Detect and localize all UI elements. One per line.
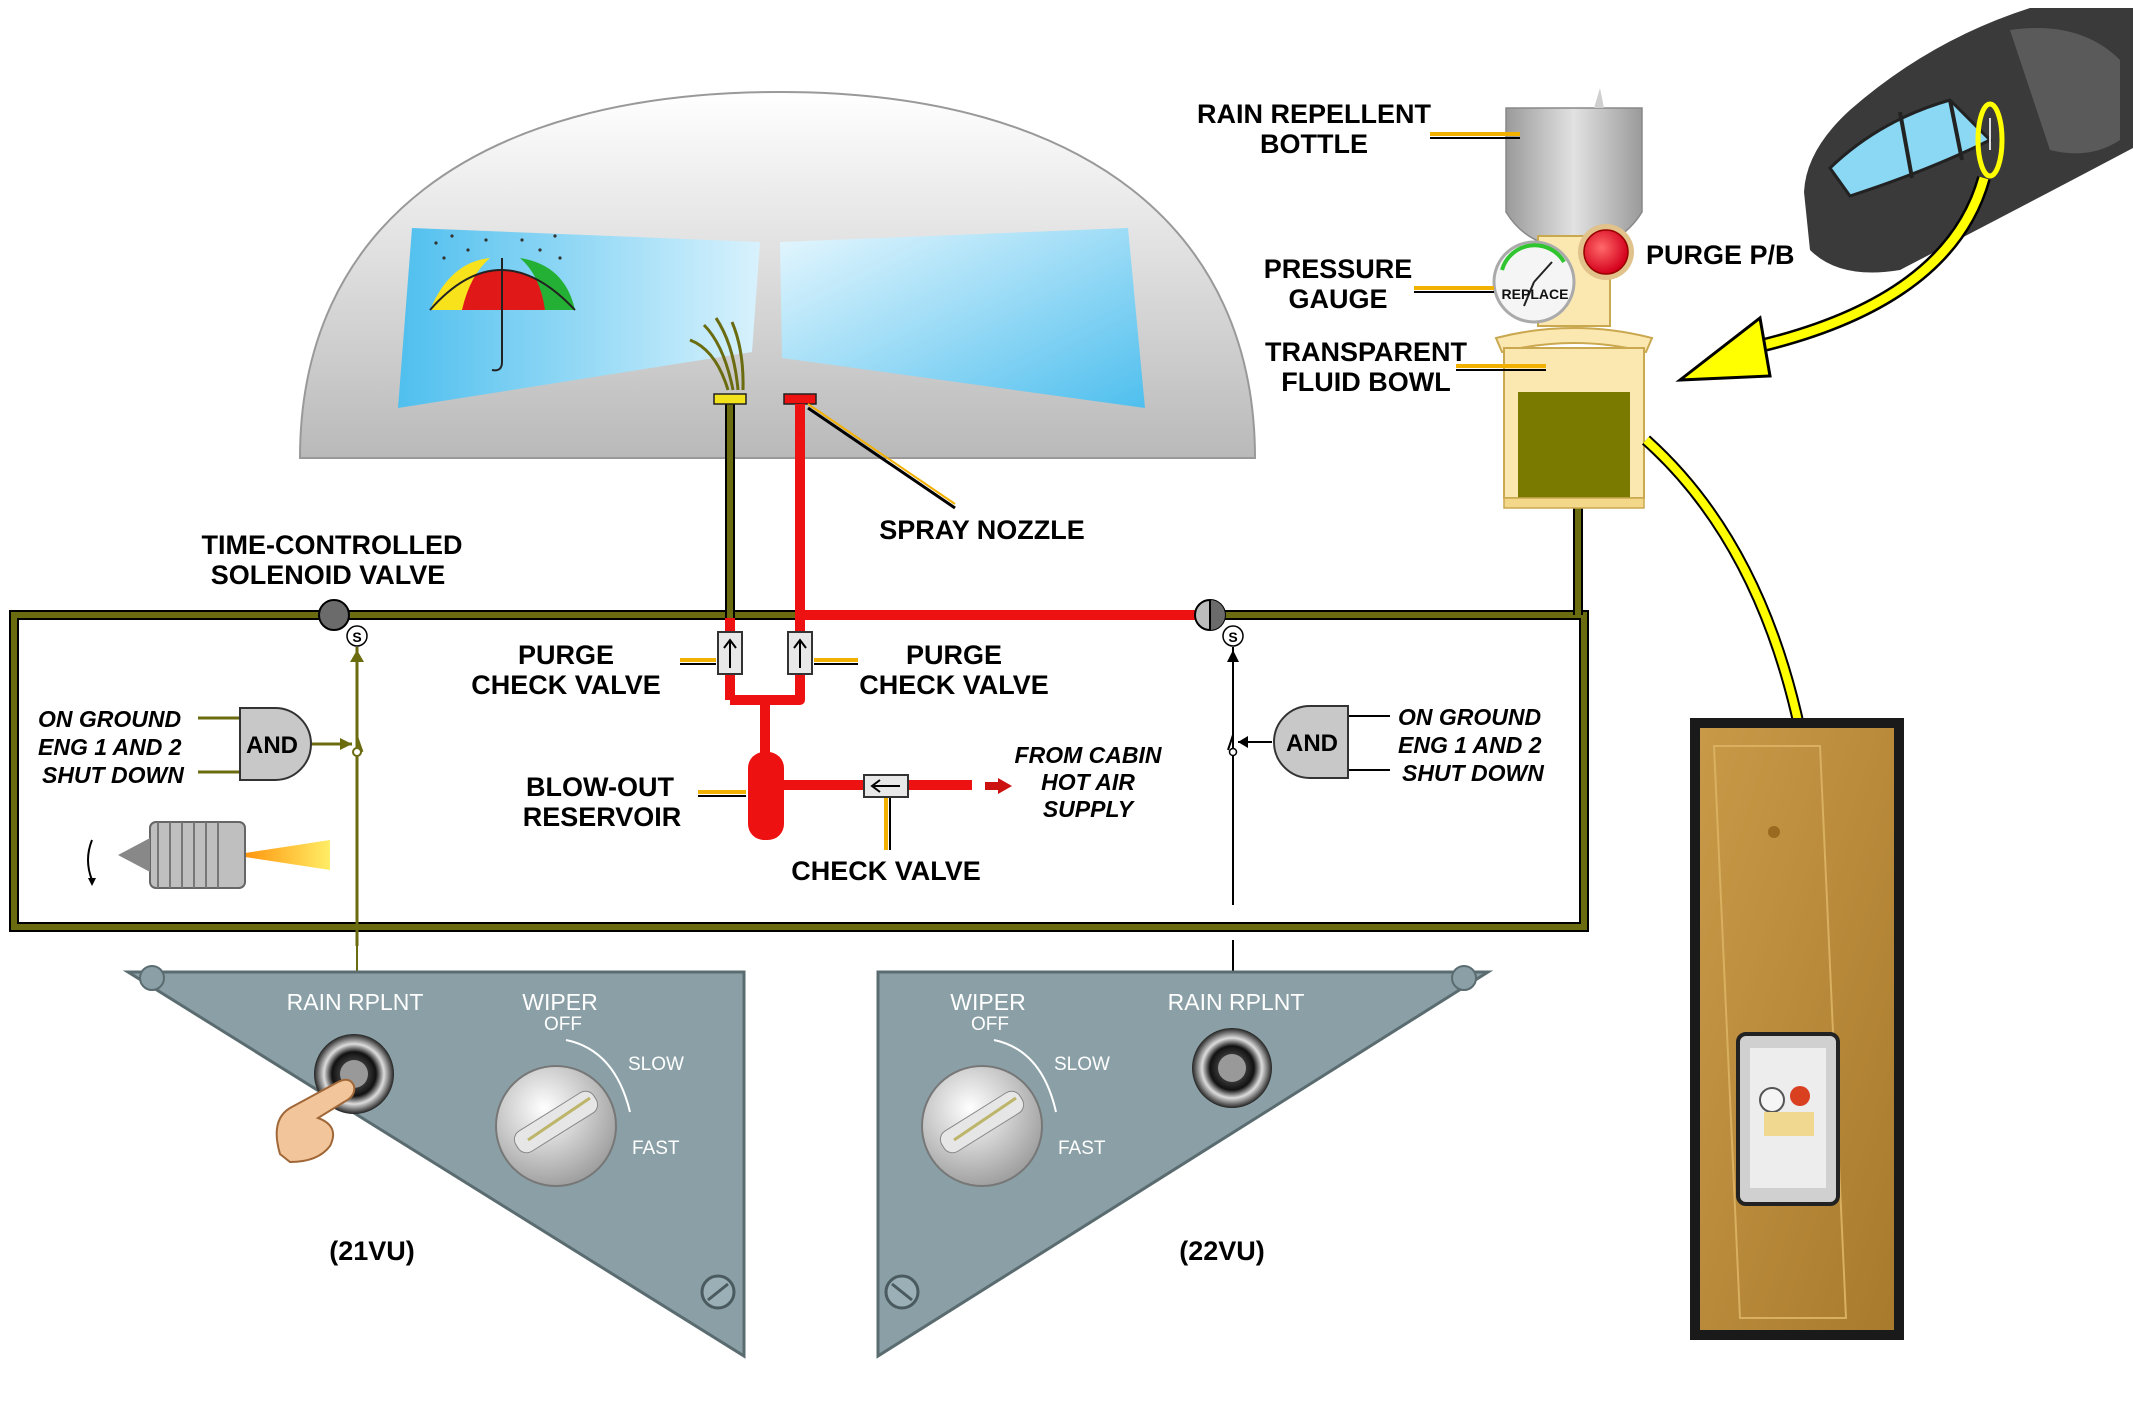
engine-icon (87, 821, 330, 889)
hot-air-arrow-icon (985, 778, 1012, 794)
left-spray-nozzle (713, 393, 747, 405)
panel-22vu-wiper-slow: SLOW (1054, 1054, 1110, 1075)
aircraft-nose-icon (1804, 8, 2133, 273)
purge-check-valve-right-label-2: CHECK VALVE (859, 670, 1049, 700)
pressure-gauge-label-1: PRESSURE (1264, 254, 1413, 284)
purge-check-valve-left-label-2: CHECK VALVE (471, 670, 661, 700)
blow-out-label-2: RESERVOIR (523, 802, 682, 832)
right-spray-nozzle (783, 393, 817, 405)
control-logic-left: AND ON GROUND ENG 1 AND 2 SHUT DOWN (38, 647, 364, 946)
panel-21vu-id: (21VU) (329, 1236, 415, 1266)
umbrella-icon (429, 234, 576, 372)
pointing-hand-icon (275, 1078, 356, 1164)
from-cabin-label-1: FROM CABIN (1015, 742, 1162, 768)
bottle-label-1: RAIN REPELLENT (1197, 99, 1432, 129)
right-input-shutdown: SHUT DOWN (1402, 760, 1544, 786)
panel-22vu-wiper-label: WIPER (950, 989, 1025, 1015)
fluid-bowl-label-2: FLUID BOWL (1281, 367, 1450, 397)
and-gate-right (1273, 705, 1349, 779)
from-cabin-label-3: SUPPLY (1043, 796, 1136, 822)
and-gate-left-label: AND (246, 732, 298, 759)
rain-repellent-bottle: REPLACE RAIN REPELLENT BOTTLE PRESSURE G… (1197, 88, 1795, 509)
purge-check-valve-right-label-1: PURGE (906, 640, 1002, 670)
purge-check-valve-right (787, 631, 813, 675)
panel-21vu-wiper-label: WIPER (522, 989, 597, 1015)
purge-check-valve-left (717, 631, 743, 675)
pressure-gauge: REPLACE (1492, 240, 1576, 324)
time-controlled-label-1: TIME-CONTROLLED (202, 530, 463, 560)
panel-22vu-rain-label: RAIN RPLNT (1168, 989, 1305, 1015)
pressure-gauge-label-2: GAUGE (1288, 284, 1387, 314)
wiper-selector-knob-21vu[interactable] (495, 1065, 617, 1187)
panel-22vu-wiper-fast: FAST (1058, 1138, 1106, 1159)
right-input-on-ground: ON GROUND (1398, 704, 1541, 730)
blow-out-reservoir (748, 752, 784, 840)
solenoid-symbol-left: S (352, 629, 361, 645)
check-valve (863, 774, 909, 798)
bottle-location-photo (1690, 718, 1904, 1340)
right-windshield-pane (780, 228, 1145, 408)
panel-22vu: WIPER OFF SLOW FAST RAIN RPLNT (22VU) (876, 965, 1494, 1359)
hydraulic-lines: S S (9, 393, 1589, 932)
panel-21vu-wiper-slow: SLOW (628, 1054, 684, 1075)
control-logic-right: AND ON GROUND ENG 1 AND 2 SHUT DOWN (1227, 647, 1544, 905)
panel-21vu: RAIN RPLNT WIPER OFF SLOW FAST (21VU) (122, 965, 746, 1359)
blow-out-label-1: BLOW-OUT (526, 772, 674, 802)
windshield (298, 90, 1257, 459)
left-input-shutdown: SHUT DOWN (42, 762, 184, 788)
left-input-on-ground: ON GROUND (38, 706, 181, 732)
bottle-label-2: BOTTLE (1260, 129, 1368, 159)
diagram-labels: TIME-CONTROLLED SOLENOID VALVE SPRAY NOZ… (202, 403, 1162, 886)
right-input-eng: ENG 1 AND 2 (1398, 732, 1542, 758)
spray-nozzle-label: SPRAY NOZZLE (879, 515, 1085, 545)
and-gate-left (239, 707, 312, 781)
wiper-selector-knob-22vu[interactable] (921, 1065, 1043, 1187)
fluid-bowl-label-1: TRANSPARENT (1265, 337, 1468, 367)
spray-icon (689, 317, 745, 391)
rain-rplnt-button-22vu[interactable] (1192, 1028, 1272, 1108)
left-input-eng: ENG 1 AND 2 (38, 734, 182, 760)
purge-pb-label: PURGE P/B (1646, 240, 1795, 270)
solenoid-valve-left: S (318, 599, 368, 647)
solenoid-valve-right: S (1194, 599, 1244, 647)
panel-21vu-rain-label: RAIN RPLNT (287, 989, 424, 1015)
time-controlled-label-2: SOLENOID VALVE (211, 560, 446, 590)
purge-push-button[interactable] (1578, 224, 1634, 280)
panel-22vu-wiper-off: OFF (971, 1014, 1009, 1035)
solenoid-symbol-right: S (1228, 629, 1237, 645)
panel-22vu-id: (22VU) (1179, 1236, 1265, 1266)
purge-check-valve-left-label-1: PURGE (518, 640, 614, 670)
panel-21vu-wiper-fast: FAST (632, 1138, 680, 1159)
and-gate-right-label: AND (1286, 730, 1338, 757)
from-cabin-label-2: HOT AIR (1041, 769, 1135, 795)
gauge-replace-text: REPLACE (1502, 286, 1569, 302)
check-valve-label: CHECK VALVE (791, 856, 981, 886)
repellent-fluid (1518, 392, 1630, 498)
panel-21vu-wiper-off: OFF (544, 1014, 582, 1035)
